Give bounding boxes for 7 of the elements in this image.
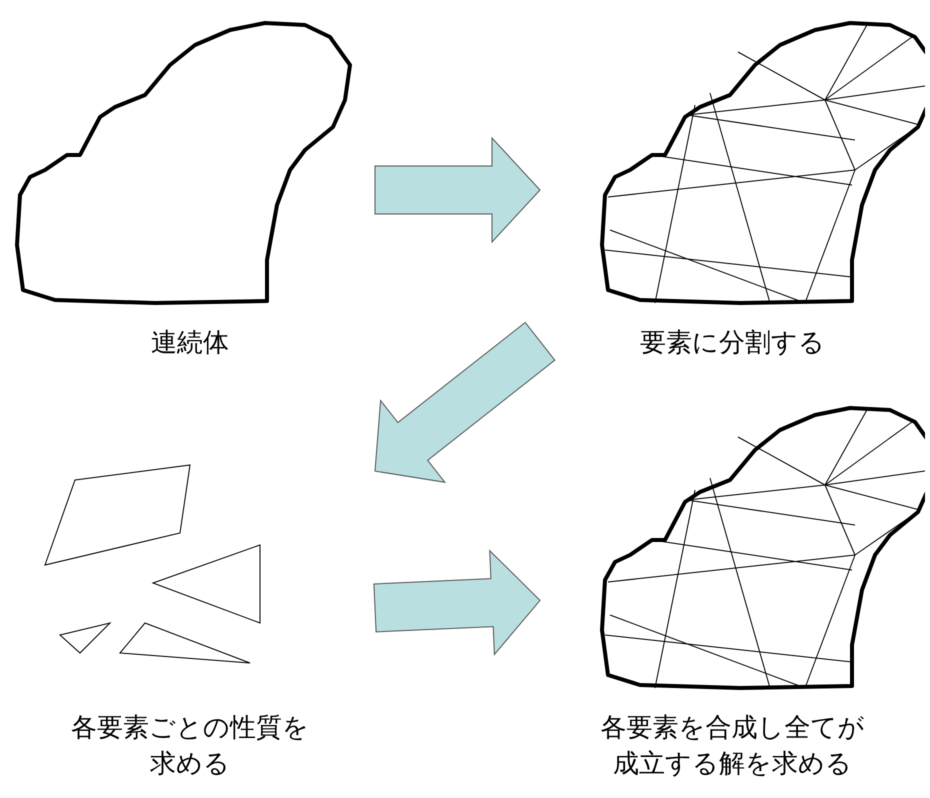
caption-text: 各要素を合成し全てが成立する解を求める xyxy=(600,712,866,781)
block-arrow xyxy=(374,322,556,483)
block-arrow xyxy=(374,136,541,244)
caption-text: 各要素ごとの性質を求める xyxy=(70,712,310,781)
caption-text: 要素に分割する xyxy=(639,327,826,360)
caption-text: 連続体 xyxy=(150,327,230,360)
block-arrow xyxy=(373,549,541,656)
